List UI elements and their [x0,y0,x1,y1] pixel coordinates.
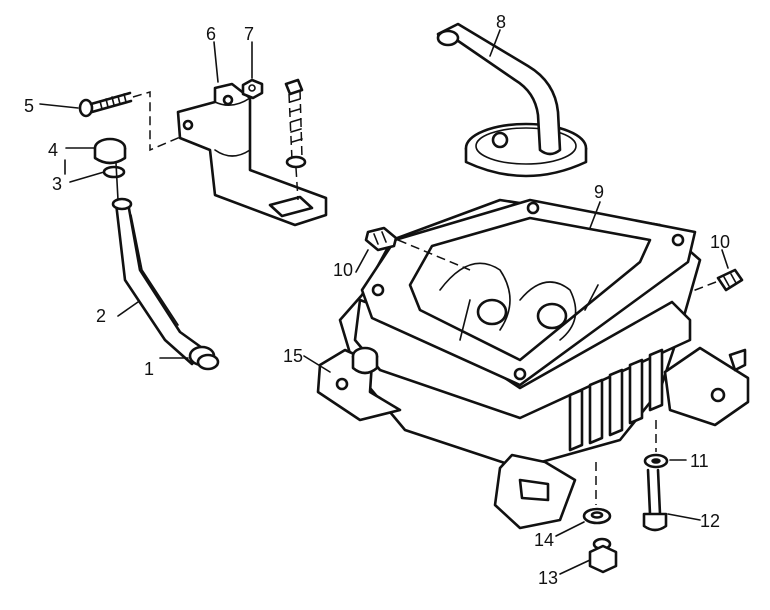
o-ring-part-3 [102,165,126,179]
callout-14: 14 [534,530,554,550]
mounting-flange-right [663,346,750,427]
dipstick-rod [115,162,119,201]
callout-12: 12 [700,511,720,531]
alignment-line-fitting-left [397,239,471,271]
mounting-flange-bottom [493,453,577,530]
callout-10-right: 10 [710,232,730,252]
callout-15: 15 [283,346,303,366]
cooling-fins [568,348,664,452]
bolt-part-5 [78,91,133,118]
bracket-part-6 [176,82,328,227]
callout-6: 6 [206,24,216,44]
dipstick-cap-part-4 [93,137,127,165]
washer-part-14 [582,507,612,525]
callout-9: 9 [594,182,604,202]
alignment-line-bolt [132,90,186,152]
fill-tube-part-2 [111,197,207,366]
callout-10-left: 10 [333,260,353,280]
mounting-flange-left [316,348,402,422]
leader-lines [39,29,729,575]
callout-1: 1 [144,359,154,379]
grommet-part-1 [188,345,220,371]
fitting-part-10-right [716,268,744,292]
fitting-part-10-left [364,226,398,252]
lockwasher-part-11 [643,453,669,469]
callout-labels: 1 2 3 4 5 6 7 8 9 10 10 11 12 13 14 15 [24,12,730,588]
nut-part-7 [241,78,264,100]
callout-11: 11 [690,451,709,471]
crankcase-interior [439,262,599,341]
gasket-part-9 [360,198,697,387]
callout-13: 13 [538,568,558,588]
nut-part-13 [588,537,618,574]
callout-3: 3 [52,174,62,194]
callout-4: 4 [48,140,58,160]
drain-plug-part-15 [351,346,379,375]
bracket-bolt [284,78,307,201]
alignment-line-fitting-right [689,281,717,293]
bolt-part-12 [642,468,668,532]
callout-5: 5 [24,96,34,116]
callout-2: 2 [96,306,106,326]
callout-7: 7 [244,24,254,44]
breather-cover-part-8 [436,22,588,178]
callout-8: 8 [496,12,506,32]
